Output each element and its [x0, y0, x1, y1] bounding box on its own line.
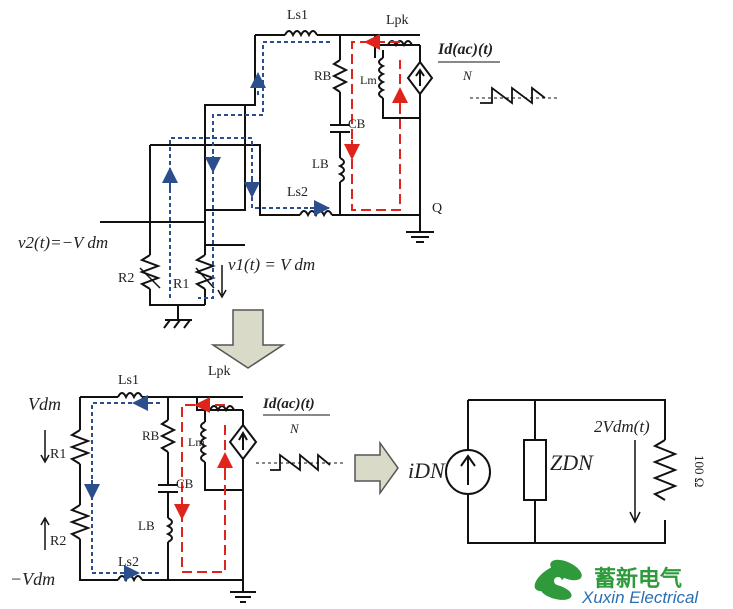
top-r2-label: R2 — [118, 271, 134, 286]
logo-cn-text: 蓄新电气 — [594, 566, 682, 592]
b-lb-inductor — [165, 517, 173, 543]
logo: 蓄新电气 Xuxin Electrical — [534, 559, 699, 607]
resistor-100-icon — [652, 439, 678, 501]
b-cb-label: CB — [176, 476, 194, 491]
top-red-current-path — [344, 34, 408, 211]
top-v2-label: v2(t)=−V dm — [18, 233, 108, 252]
top-q-label: Q — [432, 201, 442, 216]
b-rb-resistor — [159, 419, 177, 453]
lb-inductor — [337, 157, 345, 183]
b-lm-label: Lm — [188, 435, 205, 449]
b-ls1-inductor — [117, 392, 143, 400]
logo-leaf-icon — [534, 559, 582, 600]
top-lpk-label: Lpk — [386, 13, 409, 28]
eq-voltage-label: 2Vdm(t) — [594, 417, 650, 436]
b-r2-label: R2 — [50, 534, 66, 549]
b-rb-label: RB — [142, 428, 160, 443]
top-lb-label: LB — [312, 156, 329, 171]
logo-en-text: Xuxin Electrical — [581, 588, 699, 607]
b-vdm-bottom-label: −Vdm — [10, 569, 55, 589]
top-blue-current-path — [162, 41, 330, 299]
top-r1-label: R1 — [173, 277, 189, 292]
r2-resistor — [139, 254, 161, 290]
eq-impedance-label: ZDN — [550, 450, 594, 475]
top-circuit — [100, 30, 434, 329]
top-ls1-label: Ls1 — [287, 8, 308, 23]
b-r2-resistor — [69, 504, 91, 540]
r1-resistor — [194, 254, 216, 290]
cb-capacitor — [330, 124, 350, 133]
b-ls1-label: Ls1 — [118, 373, 139, 388]
chassis-ground-icon — [163, 319, 192, 329]
bottom-red-current-path — [174, 397, 233, 573]
top-rb-label: RB — [314, 68, 332, 83]
b-r1-label: R1 — [50, 447, 66, 462]
rb-resistor — [331, 59, 349, 93]
b-ground-icon — [230, 591, 256, 603]
b-source-numerator: Id(ac)(t) — [262, 396, 315, 412]
top-ls2-label: Ls2 — [287, 185, 308, 200]
top-lm-label: Lm — [360, 73, 377, 87]
zdn-box — [523, 439, 547, 501]
top-v1-label: v1(t) = V dm — [228, 255, 315, 274]
b-lb-label: LB — [138, 518, 155, 533]
down-arrow-icon — [210, 309, 286, 369]
bottom-sawtooth-icon — [256, 453, 345, 472]
b-vdm-top-label: Vdm — [28, 394, 61, 414]
eq-current-source-label: iDN — [408, 458, 446, 483]
b-r1-resistor — [69, 429, 91, 465]
top-source-denominator: N — [462, 68, 473, 83]
b-source-denominator: N — [289, 421, 300, 436]
top-source-numerator: Id(ac)(t) — [437, 41, 493, 58]
bottom-blue-current-path — [84, 395, 160, 581]
b-ls2-label: Ls2 — [118, 555, 139, 570]
b-lm-inductor — [200, 421, 208, 463]
lm-inductor — [378, 57, 386, 99]
right-arrow-icon — [354, 440, 399, 496]
top-cb-label: CB — [348, 116, 366, 131]
ls2-inductor — [299, 210, 333, 218]
bottom-circuit — [40, 392, 258, 603]
ground-icon — [406, 231, 434, 243]
b-cb-capacitor — [158, 484, 178, 493]
ls1-inductor — [284, 30, 318, 38]
b-ls2-inductor — [117, 575, 143, 583]
eq-resistor-label: 100 Ω — [692, 455, 707, 487]
top-sawtooth-icon — [470, 86, 560, 105]
equivalent-circuit — [445, 399, 678, 544]
b-lpk-label: Lpk — [208, 364, 231, 379]
